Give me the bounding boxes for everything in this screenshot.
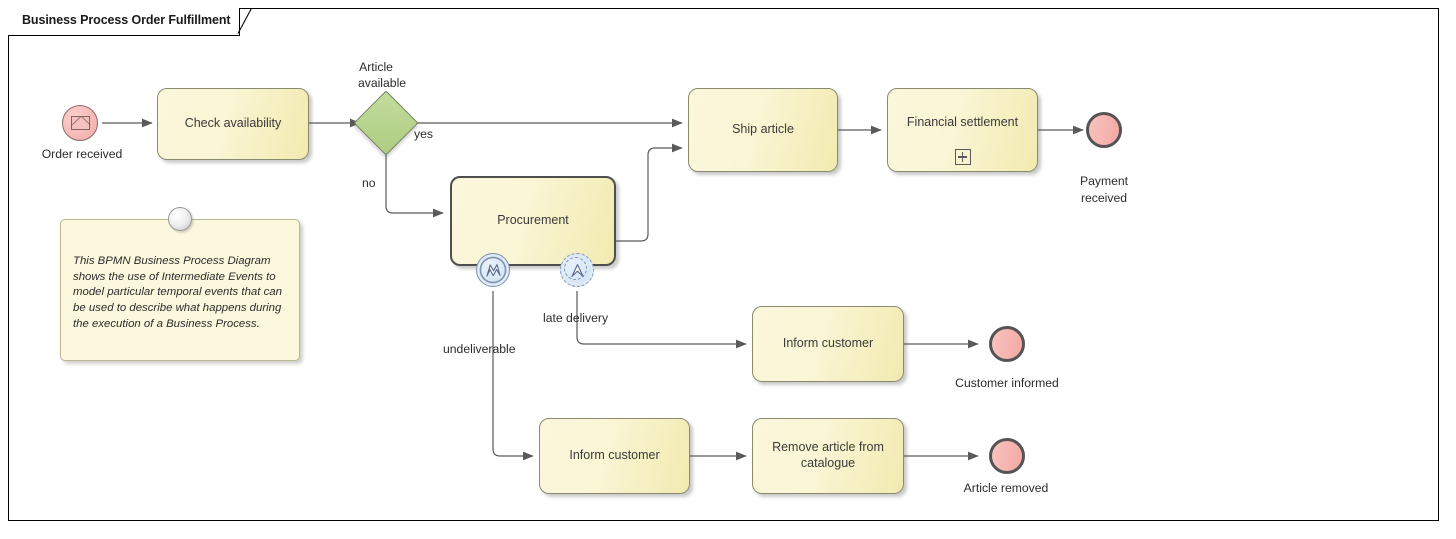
- start-event-label: Order received: [41, 147, 123, 161]
- flow-label-undeliverable: undeliverable: [443, 342, 516, 356]
- note-pin-icon: [168, 207, 192, 231]
- note-line-3: model particular temporal events that ca…: [73, 286, 282, 299]
- task-label: Inform customer: [569, 448, 660, 463]
- flow-label-late-delivery: late delivery: [543, 311, 609, 325]
- task-label: Procurement: [497, 213, 569, 228]
- text-annotation-note: This BPMN Business Process Diagram shows…: [60, 207, 300, 361]
- plus-marker-icon[interactable]: [954, 149, 971, 165]
- gateway-label-line1: Article: [359, 60, 393, 74]
- pool-title-label: Business Process Order Fulfillment: [22, 13, 231, 27]
- note-text: This BPMN Business Process Diagram shows…: [73, 254, 289, 333]
- note-line-4: be used to describe what happens during: [73, 302, 282, 315]
- end-event-payment-received[interactable]: [1086, 112, 1122, 148]
- task-label: Financial settlement: [906, 115, 1019, 130]
- pool-title-tab-shape: [8, 8, 240, 36]
- task-label-line1: Remove article from: [772, 440, 884, 455]
- envelope-icon: [70, 116, 91, 130]
- end-event-payment-label-line2: received: [1080, 191, 1128, 205]
- task-ship-article[interactable]: Ship article: [688, 88, 838, 172]
- flow-label-no: no: [362, 176, 376, 190]
- task-label-line2: catalogue: [800, 456, 856, 470]
- task-label: Ship article: [732, 122, 794, 137]
- subprocess-financial-settlement[interactable]: Financial settlement: [887, 88, 1038, 172]
- task-check-availability[interactable]: Check availability: [157, 88, 309, 160]
- task-label: Check availability: [184, 116, 282, 131]
- escalation-inner-dashed-ring: [564, 257, 588, 281]
- gateway-label-line2: available: [357, 76, 407, 90]
- end-event-article-removed-label: Article removed: [963, 481, 1049, 495]
- note-line-5: the execution of a Business Process.: [73, 317, 260, 330]
- flow-label-yes: yes: [414, 127, 433, 141]
- boundary-error-event[interactable]: [476, 253, 510, 287]
- end-event-article-removed[interactable]: [989, 438, 1025, 474]
- end-event-payment-label-line1: Payment: [1079, 174, 1129, 188]
- note-line-2: shows the use of Intermediate Events to: [73, 270, 276, 283]
- error-bolt-icon: [485, 263, 501, 277]
- end-event-customer-informed[interactable]: [989, 326, 1025, 362]
- pool-title-tab-diagonal: [237, 8, 252, 34]
- boundary-escalation-event[interactable]: [560, 253, 594, 287]
- call-activity-procurement[interactable]: Procurement: [450, 176, 616, 266]
- task-inform-customer-late[interactable]: Inform customer: [752, 306, 904, 382]
- end-event-customer-informed-label: Customer informed: [955, 376, 1059, 390]
- escalation-arrow-icon: [570, 263, 584, 277]
- task-inform-customer-undeliverable[interactable]: Inform customer: [539, 418, 690, 494]
- note-line-1: This BPMN Business Process Diagram: [73, 255, 271, 267]
- start-event-order-received[interactable]: [62, 105, 98, 141]
- task-label: Inform customer: [782, 336, 874, 351]
